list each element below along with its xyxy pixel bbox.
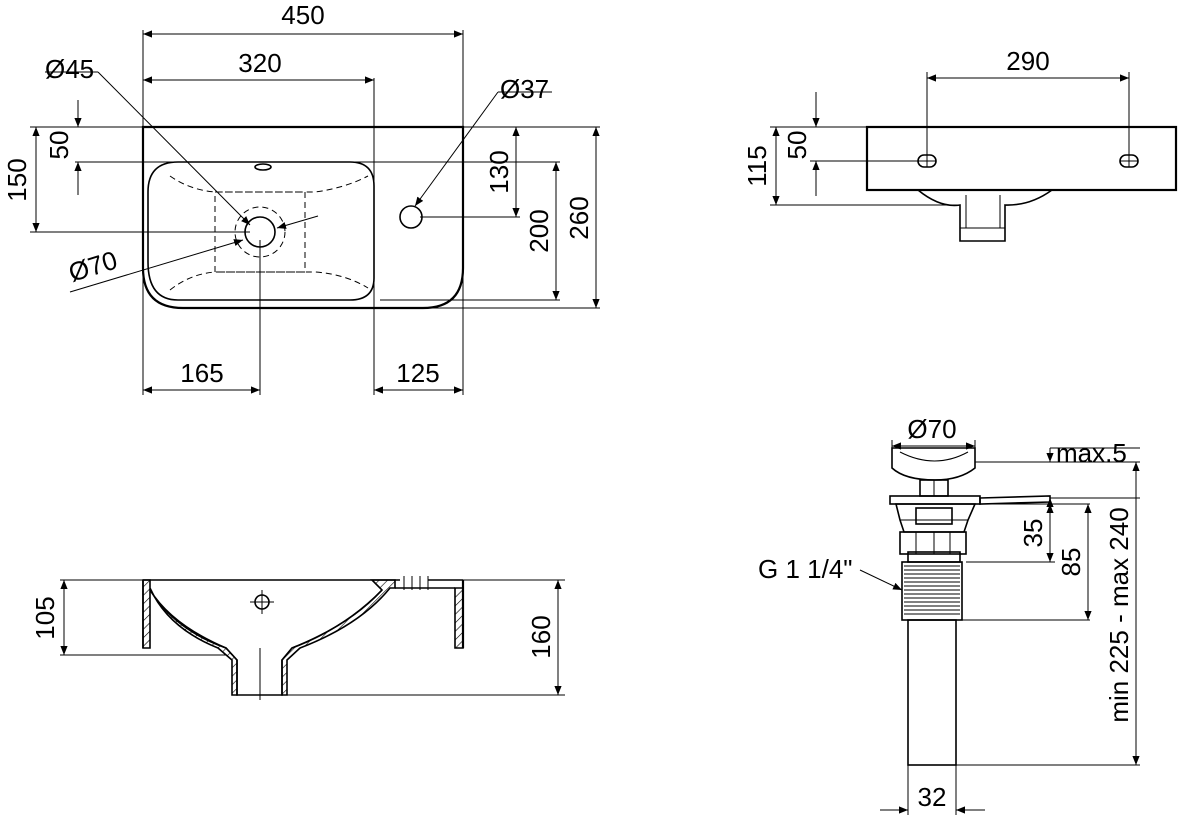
dim-125: 125	[396, 358, 439, 388]
drain-pipe	[907, 619, 957, 766]
section-bowl	[149, 589, 383, 696]
drain-flange	[889, 495, 981, 505]
dim-side-50: 50	[782, 131, 812, 160]
dim-150: 150	[2, 158, 32, 201]
dim-290: 290	[1006, 46, 1049, 76]
dim-450: 450	[281, 0, 324, 30]
dim-32: 32	[918, 782, 947, 812]
basin-outline	[141, 125, 465, 310]
dim-thread: G 1 1/4"	[758, 554, 853, 584]
dim-85: 85	[1056, 548, 1086, 577]
drain-thread	[901, 561, 963, 621]
dim-105: 105	[30, 596, 60, 639]
drain-cap	[891, 447, 976, 481]
side-bowl-bottom	[917, 189, 1053, 242]
dim-length-range: min 225 - max 240	[1104, 507, 1134, 722]
tap-hole	[399, 205, 423, 229]
section-view: 105 160	[30, 576, 565, 700]
dim-115: 115	[742, 145, 772, 186]
dim-max5: max.5	[1056, 438, 1127, 468]
side-view: 290 50 115	[742, 46, 1178, 242]
dim-dia45: Ø45	[45, 54, 94, 84]
side-body	[865, 125, 1178, 192]
dim-165: 165	[180, 358, 223, 388]
dim-320: 320	[238, 48, 281, 78]
section-wall-left	[142, 579, 238, 696]
dim-cap-dia70: Ø70	[907, 414, 956, 444]
drain-detail: Ø70 max.5 35 85 min 225 - max 240 32 G 1…	[758, 414, 1140, 815]
dim-200: 200	[524, 209, 554, 252]
dim-160: 160	[526, 615, 556, 658]
dim-35: 35	[1018, 519, 1048, 548]
bowl-outline	[147, 161, 375, 301]
dim-dia70: Ø70	[65, 245, 121, 288]
thread-lines	[904, 565, 960, 615]
overflow-slot	[254, 163, 272, 171]
dim-130: 130	[484, 150, 514, 193]
bowl-inner-dashed	[169, 175, 369, 193]
drain-nut	[899, 531, 967, 555]
section-wall-right	[281, 579, 396, 696]
dim-dia37: Ø37	[500, 74, 549, 104]
dim-260: 260	[564, 196, 594, 239]
dim-50: 50	[44, 131, 74, 160]
top-view: 450 320 165 125 150 50 130 200 260 Ø45 Ø…	[2, 0, 600, 395]
